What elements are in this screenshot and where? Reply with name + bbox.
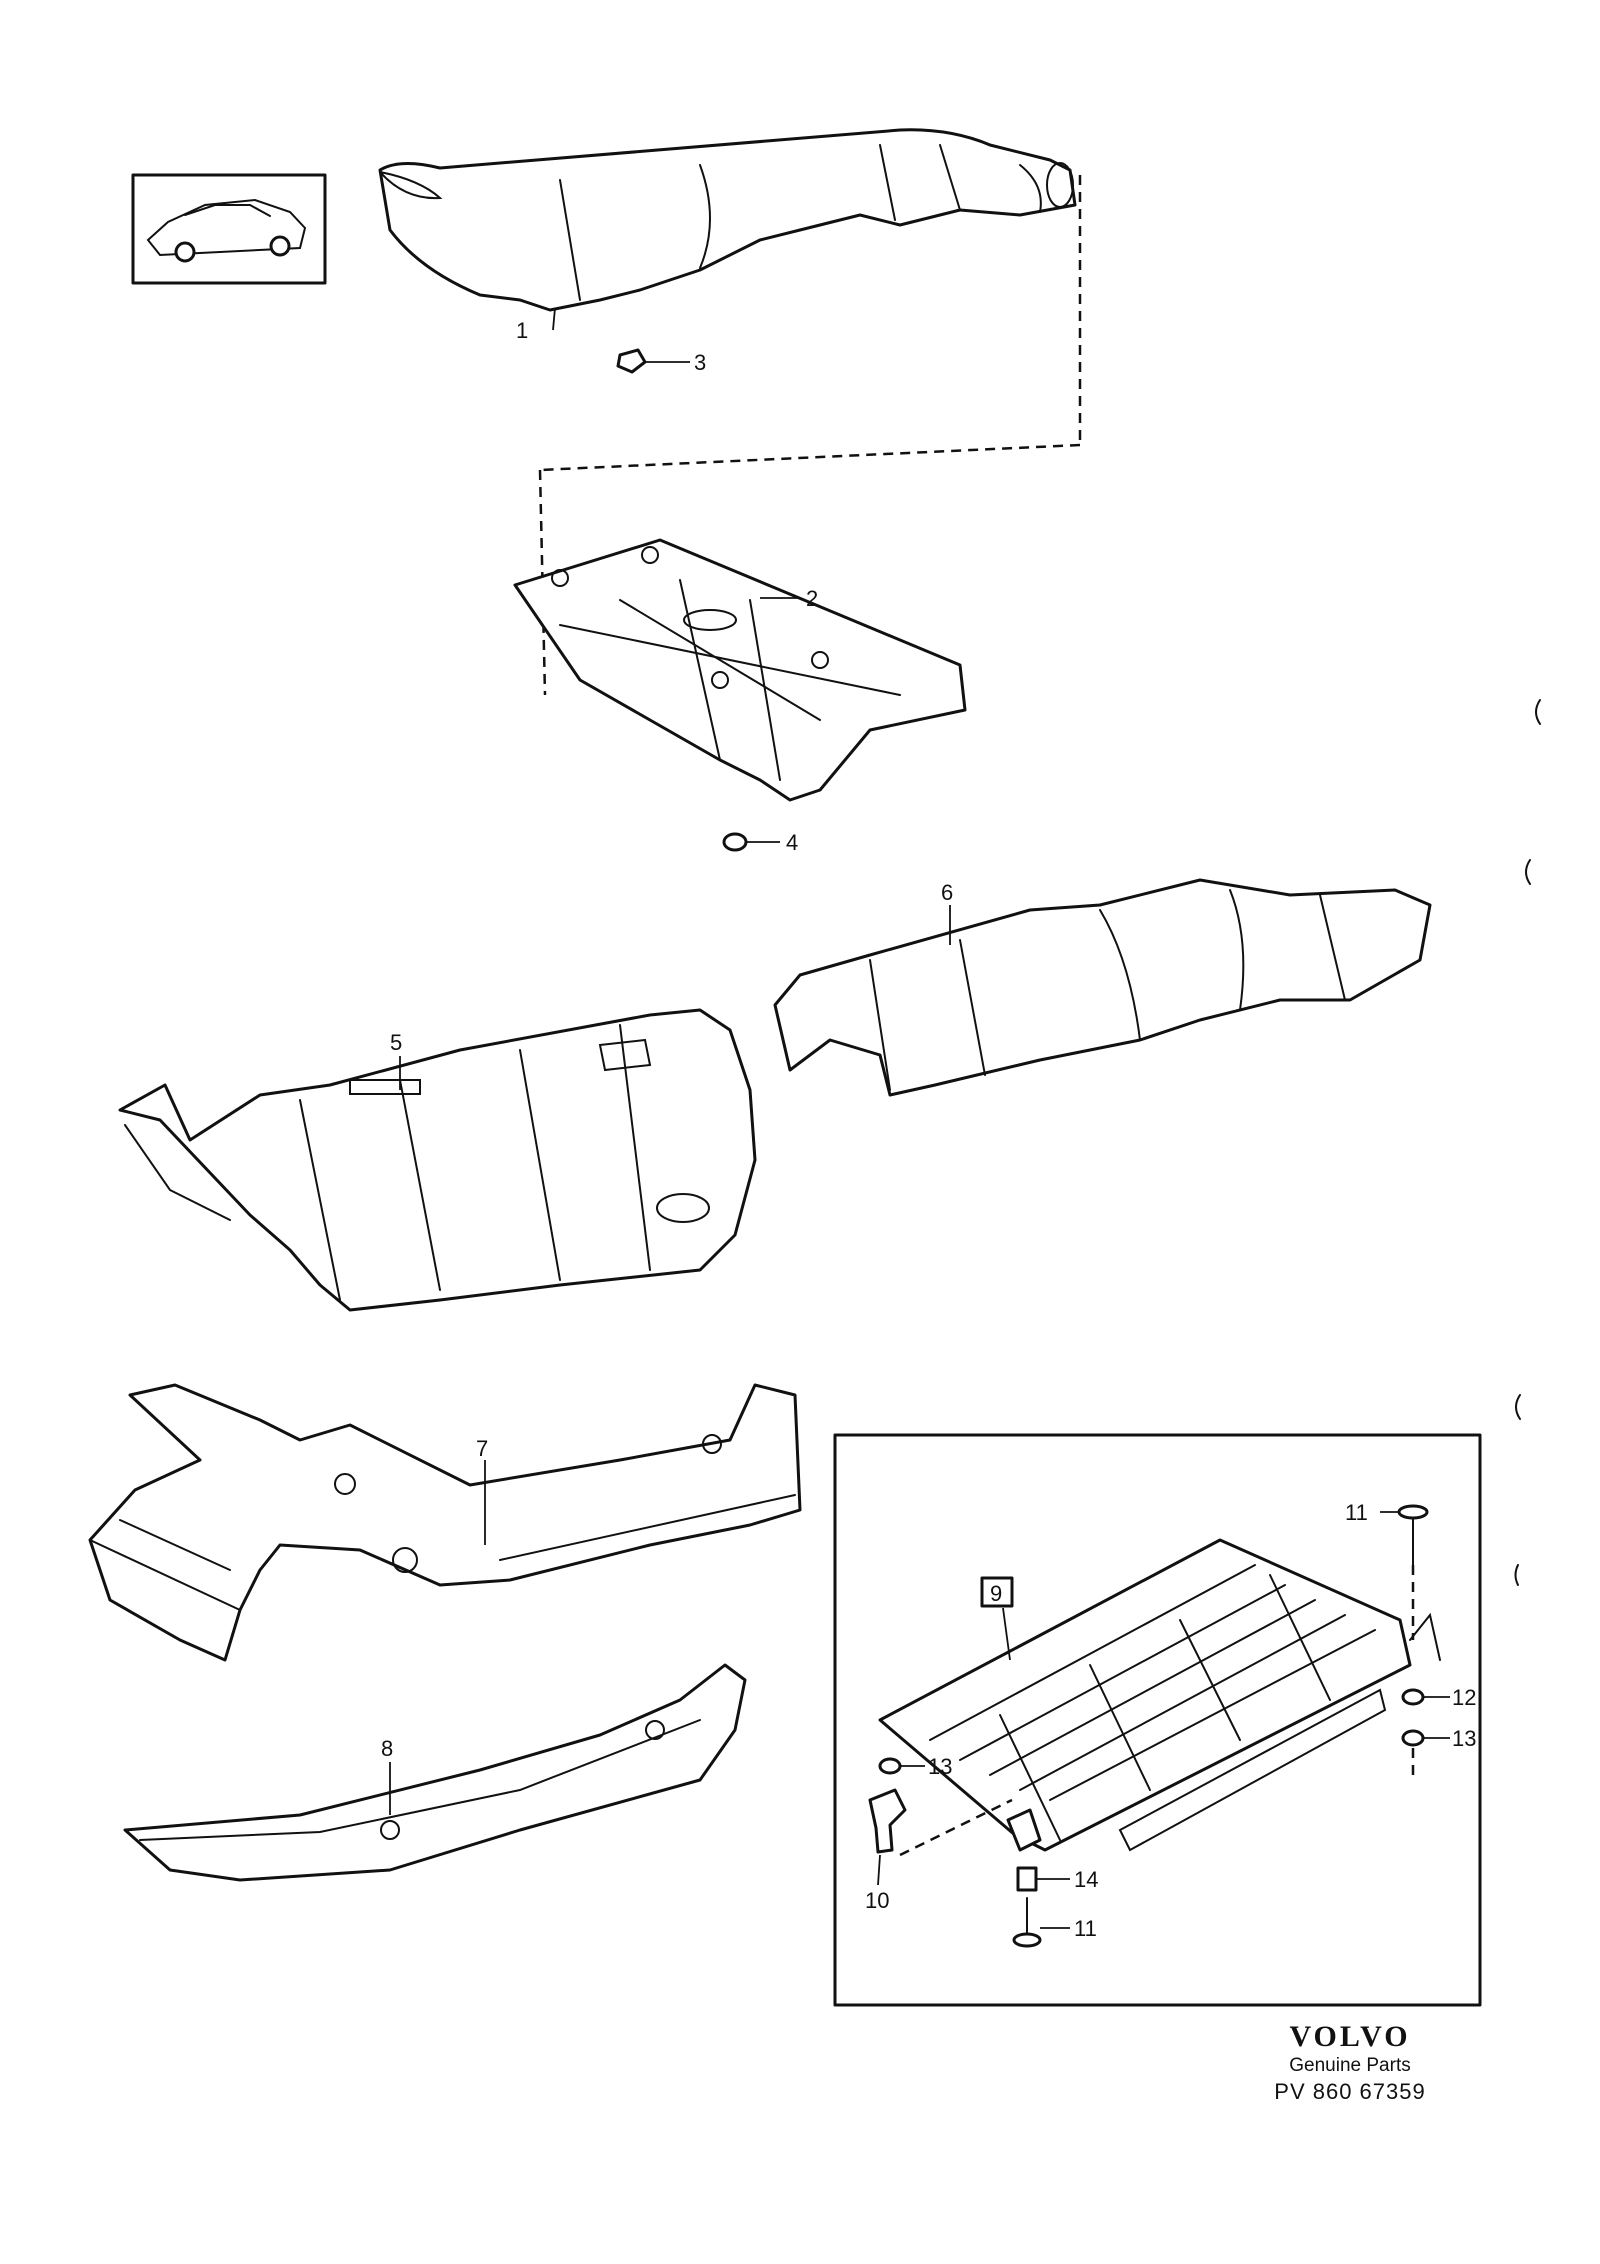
callout-12: 12 <box>1452 1685 1476 1710</box>
margin-marks <box>1514 699 1541 1586</box>
callout-8: 7 <box>476 1436 488 1461</box>
callout-10: 10 <box>865 1888 889 1913</box>
bracket-10 <box>868 1788 1013 1886</box>
callout-14: 14 <box>1074 1867 1098 1892</box>
callout-3: 3 <box>694 350 706 375</box>
callout-5: 5 <box>390 1030 402 1055</box>
callout-13-right: 13 <box>1452 1726 1476 1751</box>
heat-shield-rear <box>773 878 1432 1097</box>
nut-13-left <box>878 1757 925 1775</box>
callout-7: 8 <box>381 1736 393 1761</box>
heat-shield-tunnel <box>378 128 1077 312</box>
callout-11-top: 11 <box>1345 1500 1368 1525</box>
brand-logo: VOLVO <box>1289 2020 1411 2053</box>
callout-1: 1 <box>516 318 528 343</box>
nut-13-right <box>1401 1729 1450 1780</box>
heat-shield-front <box>118 1008 757 1312</box>
callout-9: 9 <box>990 1581 1002 1606</box>
callout-4: 4 <box>786 830 798 855</box>
skid-plate-assembly <box>878 1538 1441 1852</box>
callout-11-bottom: 11 <box>1074 1916 1097 1941</box>
skid-strip-7 <box>123 1663 747 1882</box>
heat-shield-plate <box>513 538 967 802</box>
clip-3 <box>616 348 690 374</box>
callout-6: 6 <box>941 880 953 905</box>
footer: VOLVO Genuine Parts PV 860 67359 <box>1230 2020 1470 2106</box>
callout-13-left: 13 <box>928 1754 952 1779</box>
nut-12 <box>1401 1688 1450 1706</box>
bolt-11-top <box>1380 1504 1429 1640</box>
splash-shield-8 <box>88 1383 802 1662</box>
document-number: PV 860 67359 <box>1274 2079 1426 2104</box>
vehicle-thumbnail <box>131 173 327 285</box>
bolt-11-bottom <box>1012 1897 1070 1948</box>
callout-9-box <box>980 1576 1014 1608</box>
callout-2: 2 <box>806 586 818 611</box>
brand-subtitle: Genuine Parts <box>1289 2055 1411 2076</box>
nut-4 <box>722 832 780 852</box>
spacer-14 <box>1016 1866 1070 1892</box>
